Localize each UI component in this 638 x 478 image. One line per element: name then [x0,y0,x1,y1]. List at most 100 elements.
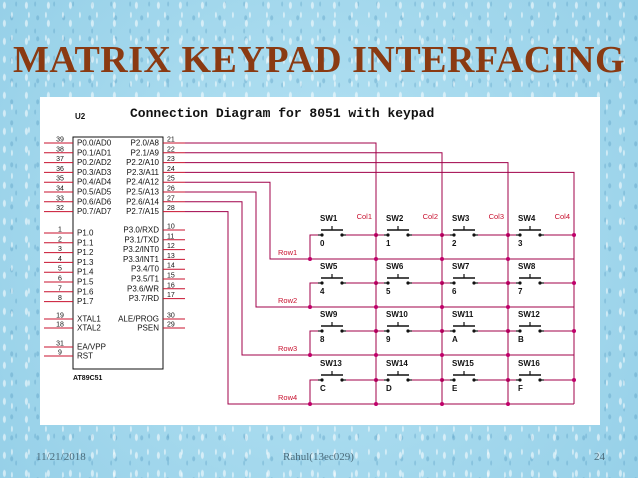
switch-contact [518,329,522,333]
switch-row-link [441,282,450,307]
junction-dot [440,402,444,406]
key-label: 3 [518,239,523,248]
switch-contact [538,378,542,382]
slide-title: MATRIX KEYPAD INTERFACING [12,39,626,81]
switch-contact [320,329,324,333]
switch-contact [406,281,410,285]
pin-label: P0.4/AD4 [77,178,112,187]
switch-contact [386,233,390,237]
junction-dot [506,353,510,357]
switch-contact [518,233,522,237]
junction-dot [308,305,312,309]
key-label: 7 [518,287,523,296]
switch-contact [320,378,324,382]
row-label: Row3 [278,344,297,353]
key-label: 1 [386,239,391,248]
switch: SW4 3 [506,214,576,261]
pin-number: 3 [58,246,62,253]
row-label: Row1 [278,248,297,257]
pin-label: RST [77,352,93,361]
switch-label: SW8 [518,262,536,271]
pin-number: 19 [56,313,64,320]
switch-label: SW10 [386,310,408,319]
pin-label: P3.4/T0 [131,265,160,274]
footer-page-number: 24 [594,451,605,463]
pin-number: 5 [58,266,62,273]
pin-number: 22 [167,146,175,153]
switch-contact [406,378,410,382]
switch-row-link [507,282,516,307]
pin-number: 10 [167,224,175,231]
junction-dot [308,353,312,357]
junction-dot [572,378,576,382]
pin-label: P2.5/A13 [126,188,159,197]
pin-label: P1.5 [77,278,94,287]
pin-number: 38 [56,146,64,153]
pin-label: P0.6/AD6 [77,197,112,206]
pin-label: P1.4 [77,268,94,277]
pin-number: 33 [56,195,64,202]
pin-number: 39 [56,137,64,144]
pin-label: P2.7/A15 [126,207,159,216]
key-label: A [452,335,458,344]
switch-row-link [507,234,516,259]
key-label: 2 [452,239,457,248]
switch-label: SW2 [386,214,404,223]
junction-dot [506,402,510,406]
pin-number: 16 [167,282,175,289]
switch-row-link [441,330,450,355]
pin-label: P1.0 [77,229,94,238]
pin-label: P2.4/A12 [126,178,159,187]
column-wire [185,152,443,404]
pin-label: XTAL2 [77,324,101,333]
pin-number: 8 [58,295,62,302]
pin-label: P0.1/AD1 [77,148,112,157]
pin-number: 34 [56,186,64,193]
switch-contact [518,378,522,382]
junction-dot [572,233,576,237]
switch-contact [320,281,324,285]
pin-label: P1.1 [77,238,94,247]
key-label: 8 [320,335,325,344]
pin-number: 30 [167,313,175,320]
junction-dot [506,257,510,261]
switch-row-link [375,330,384,355]
switch-contact [538,281,542,285]
switch-contact [472,378,476,382]
row-label: Row2 [278,296,297,305]
switch-row-link [441,234,450,259]
pin-label: P3.7/RD [129,294,159,303]
pin-number: 26 [167,186,175,193]
junction-dot [572,281,576,285]
pin-number: 28 [167,205,175,212]
switch-label: SW12 [518,310,540,319]
row-wire [185,191,574,308]
pin-number: 23 [167,156,175,163]
pin-label: P0.0/AD0 [77,139,112,148]
junction-dot [572,329,576,333]
junction-dot [440,353,444,357]
pin-number: 21 [167,137,175,144]
switch-contact [452,233,456,237]
pin-label: P3.1/TXD [124,235,159,244]
chip-ref: U2 [75,112,86,121]
switch-contact [472,281,476,285]
pin-label: P3.5/T1 [131,275,160,284]
switch-contact [406,233,410,237]
pin-number: 36 [56,166,64,173]
junction-dot [374,305,378,309]
column-label: Col1 [357,212,372,221]
pin-label: P1.3 [77,258,94,267]
pin-number: 14 [167,263,175,270]
switch: SW2 1 [374,214,444,261]
footer-date: 11/21/2018 [36,451,86,463]
column-wire [185,142,377,404]
switch-label: SW4 [518,214,536,223]
